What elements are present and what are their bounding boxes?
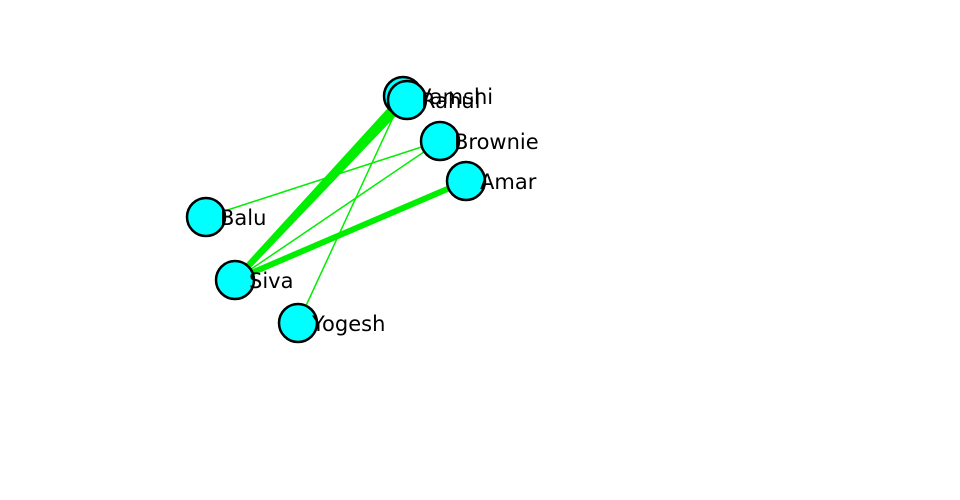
node-label-amar: Amar (480, 170, 537, 194)
node-circle-brownie[interactable] (419, 120, 461, 162)
edge-siva-rahul (232, 97, 410, 283)
node-label-yogesh: Yogesh (311, 312, 385, 336)
edge-siva-brownie (234, 140, 441, 281)
node-label-brownie: Brownie (454, 130, 539, 154)
node-circle-rahul[interactable] (386, 79, 428, 121)
node-circle-balu[interactable] (185, 196, 227, 238)
node-rahul[interactable]: Rahul (386, 79, 480, 121)
edge-yogesh-vamshi (297, 95, 404, 324)
edge-balu-brownie (205, 140, 441, 218)
node-balu[interactable]: Balu (185, 196, 266, 238)
node-brownie[interactable]: Brownie (419, 120, 539, 162)
node-label-siva: Siva (249, 269, 293, 293)
node-label-vamshi: Vamshi (417, 85, 493, 109)
node-circle-amar[interactable] (445, 160, 487, 202)
node-label-rahul: Rahul (421, 89, 480, 113)
node-circle-siva[interactable] (214, 259, 256, 301)
node-label-balu: Balu (220, 206, 266, 230)
edge-siva-amar (232, 178, 469, 283)
edges-layer (205, 93, 469, 324)
node-circle-yogesh[interactable] (277, 302, 319, 344)
node-yogesh[interactable]: Yogesh (277, 302, 385, 344)
node-siva[interactable]: Siva (214, 259, 293, 301)
node-amar[interactable]: Amar (445, 160, 537, 202)
